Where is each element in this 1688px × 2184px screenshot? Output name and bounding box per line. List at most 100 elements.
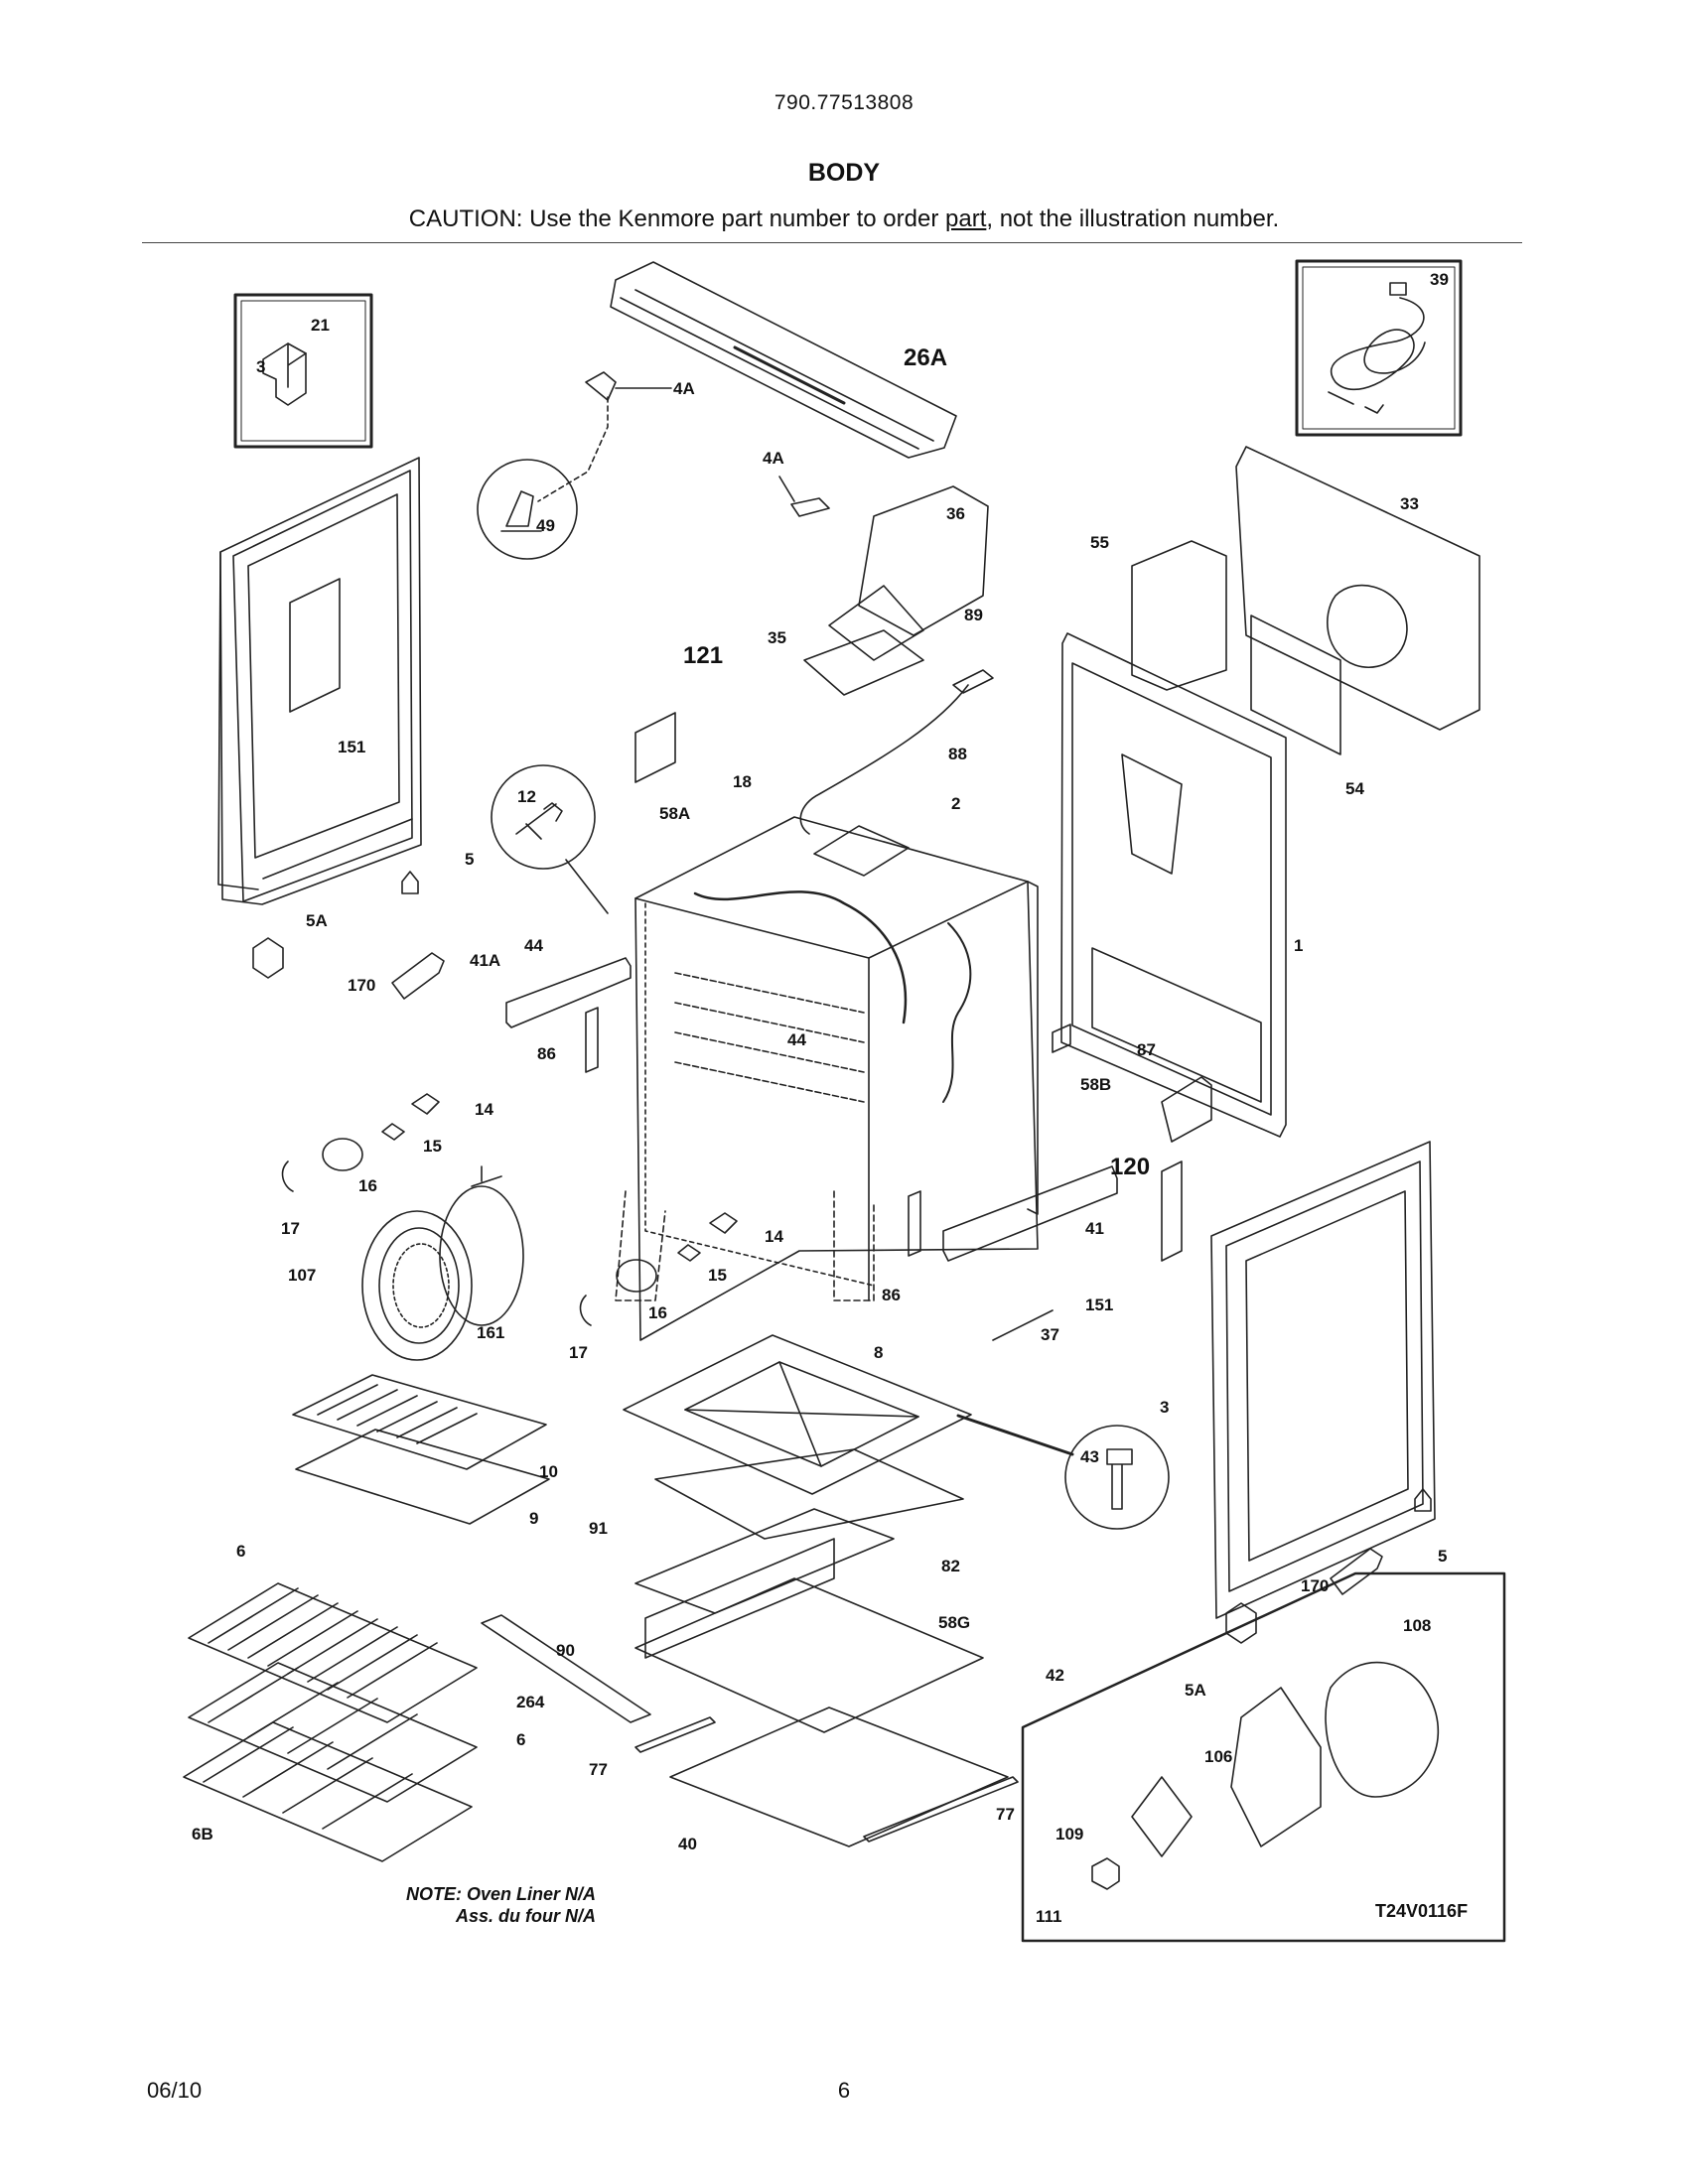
callout-21: 21 <box>311 316 330 335</box>
callout-49: 49 <box>536 516 555 535</box>
callout-5A-left: 5A <box>306 911 328 930</box>
callout-111: 111 <box>1036 1907 1062 1926</box>
back-panels <box>1131 446 1480 755</box>
lamp-assembly-lower <box>579 1212 738 1326</box>
motor-bracket-106 <box>1230 1687 1322 1847</box>
callout-77-right: 77 <box>996 1805 1015 1824</box>
footer-date: 06/10 <box>147 2078 203 2103</box>
callout-58G: 58G <box>938 1613 970 1632</box>
callout-108: 108 <box>1403 1616 1431 1635</box>
bracket-120 <box>1161 1076 1212 1143</box>
callout-91: 91 <box>589 1519 608 1538</box>
callout-3-left: 3 <box>256 357 265 376</box>
hinge-parts-left <box>252 871 445 1000</box>
broil-grid-10 <box>292 1374 547 1470</box>
bracket-86-mid <box>908 1190 921 1257</box>
callout-35: 35 <box>768 628 786 647</box>
rack-6-top <box>188 1582 478 1723</box>
callout-151-left: 151 <box>338 738 365 756</box>
callout-86-left: 86 <box>537 1044 556 1063</box>
callout-2: 2 <box>951 794 960 813</box>
callout-16-mid: 16 <box>648 1303 667 1322</box>
slide-77-left <box>634 1716 716 1753</box>
note-line-2: Ass. du four N/A <box>455 1906 596 1926</box>
broil-pan <box>292 1374 550 1525</box>
bracket-121 <box>634 712 676 783</box>
callout-4A-mid: 4A <box>763 449 784 468</box>
callout-170-left: 170 <box>348 976 375 995</box>
callout-86-mid: 86 <box>882 1286 901 1304</box>
callout-16-top: 16 <box>358 1176 377 1195</box>
top-plate-26A <box>610 261 957 459</box>
trim-58G <box>644 1538 835 1659</box>
panel-55 <box>1131 540 1227 691</box>
wire-37 <box>992 1309 1054 1341</box>
side-strip-41 <box>942 1165 1118 1262</box>
figure-code: T24V0116F <box>1375 1901 1469 1921</box>
callout-12: 12 <box>517 787 536 806</box>
rack-6B <box>183 1721 473 1862</box>
callout-77-left: 77 <box>589 1760 608 1779</box>
callout-6B: 6B <box>192 1825 213 1843</box>
callout-5-right: 5 <box>1438 1547 1447 1566</box>
caution-part-link: part <box>945 205 987 232</box>
callout-264: 264 <box>516 1693 545 1711</box>
door-hinge-151 <box>289 578 341 713</box>
detail-circle-12 <box>491 764 609 914</box>
callout-41: 41 <box>1085 1219 1104 1238</box>
callout-120: 120 <box>1110 1154 1150 1180</box>
callout-42: 42 <box>1046 1666 1064 1685</box>
callout-4A-top: 4A <box>673 379 695 398</box>
note-line-1: NOTE: Oven Liner N/A <box>405 1884 596 1904</box>
callout-58B: 58B <box>1080 1075 1111 1094</box>
callout-54: 54 <box>1345 779 1364 798</box>
heat-shield-82 <box>654 1448 964 1540</box>
rail-264 <box>481 1614 651 1723</box>
broil-pan-9 <box>295 1429 550 1525</box>
nut-111 <box>1091 1857 1120 1890</box>
callout-37: 37 <box>1041 1325 1059 1344</box>
model-number: 790.77513808 <box>774 91 914 114</box>
oven-door-right-3 <box>1161 1141 1436 1619</box>
callout-43: 43 <box>1080 1447 1099 1466</box>
switch-plate-2 <box>813 825 910 877</box>
callout-44-left: 44 <box>524 936 543 955</box>
slide-77-right <box>863 1776 1019 1843</box>
lamp-assembly-upper <box>281 1093 440 1192</box>
oven-door-left-3 <box>217 457 422 905</box>
callout-5A-right: 5A <box>1185 1681 1206 1700</box>
callout-9: 9 <box>529 1509 538 1528</box>
fan-cover-107 <box>361 1210 473 1361</box>
callout-106: 106 <box>1204 1747 1232 1766</box>
vent-duct-36 <box>803 485 989 696</box>
callout-14-top: 14 <box>475 1100 493 1119</box>
callout-6-mid: 6 <box>516 1730 525 1749</box>
callout-109: 109 <box>1055 1825 1083 1843</box>
callout-8: 8 <box>874 1343 883 1362</box>
caution-prefix: CAUTION: Use the Kenmore part number to … <box>408 205 945 232</box>
callout-15-top: 15 <box>423 1137 442 1156</box>
vent-91 <box>634 1508 895 1614</box>
detail-circle-43 <box>956 1414 1170 1530</box>
rack-6-mid <box>188 1662 478 1803</box>
oven-liner-note: NOTE: Oven Liner N/A Ass. du four N/A <box>318 1883 596 1927</box>
power-cord-icon <box>1330 297 1426 391</box>
callout-87: 87 <box>1137 1040 1156 1059</box>
sensor-89 <box>799 669 994 835</box>
detail-circle-49 <box>477 459 578 560</box>
oven-racks <box>183 1582 478 1862</box>
callout-89: 89 <box>964 606 983 624</box>
panel-33 <box>1235 446 1480 731</box>
callout-39: 39 <box>1430 270 1449 289</box>
callout-26A: 26A <box>904 344 947 371</box>
callout-18: 18 <box>733 772 752 791</box>
rear-panel-1 <box>1060 632 1287 1138</box>
drawer-assembly <box>481 1448 1019 1847</box>
clip-part-21 <box>262 342 307 406</box>
bracket-87 <box>1052 1024 1071 1053</box>
callout-15-mid: 15 <box>708 1266 727 1285</box>
gasket-161 <box>439 1165 524 1326</box>
header-divider <box>142 242 1522 243</box>
side-strip-41A <box>505 957 632 1028</box>
bottom-panel-8 <box>623 1334 972 1495</box>
